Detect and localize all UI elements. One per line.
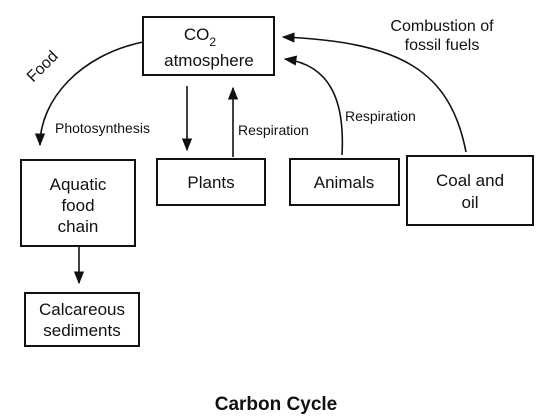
svg-text:CO2: CO2	[184, 25, 217, 49]
coal-label-line2: oil	[461, 193, 478, 212]
combustion-label-line1: Combustion of	[390, 18, 494, 35]
food-label: Food	[24, 48, 62, 86]
combustion-label-line2: fossil fuels	[405, 37, 480, 54]
sediments-label-line1: Calcareous	[39, 300, 125, 319]
combustion-arrow	[281, 32, 467, 153]
diagram-caption: Carbon Cycle	[215, 394, 337, 415]
animals-node: Animals	[289, 158, 400, 206]
aquatic-label-line2: food	[61, 196, 94, 215]
sediments-label-line2: sediments	[43, 321, 120, 340]
aquatic-food-chain-node: Aquatic food chain	[20, 159, 136, 247]
animals-respiration-label: Respiration	[345, 108, 416, 124]
co2-symbol: CO	[184, 25, 210, 44]
plants-node: Plants	[156, 158, 266, 206]
calcareous-sediments-node: Calcareous sediments	[24, 292, 140, 347]
coal-and-oil-node: Coal and oil	[406, 155, 534, 226]
plants-respiration-label: Respiration	[238, 122, 309, 138]
plants-label: Plants	[187, 173, 234, 192]
photosynthesis-label: Photosynthesis	[55, 120, 150, 136]
coal-label-line1: Coal and	[436, 171, 504, 190]
aquatic-label-line3: chain	[58, 217, 99, 236]
co2-subscript: 2	[209, 35, 216, 49]
co2-atmosphere-label: atmosphere	[164, 51, 254, 70]
co2-atmosphere-node: CO2 atmosphere	[142, 16, 275, 76]
animals-label: Animals	[314, 173, 374, 192]
food-arrow	[34, 41, 144, 147]
aquatic-label-line1: Aquatic	[50, 175, 107, 194]
animals-respiration-arrow	[283, 55, 344, 156]
